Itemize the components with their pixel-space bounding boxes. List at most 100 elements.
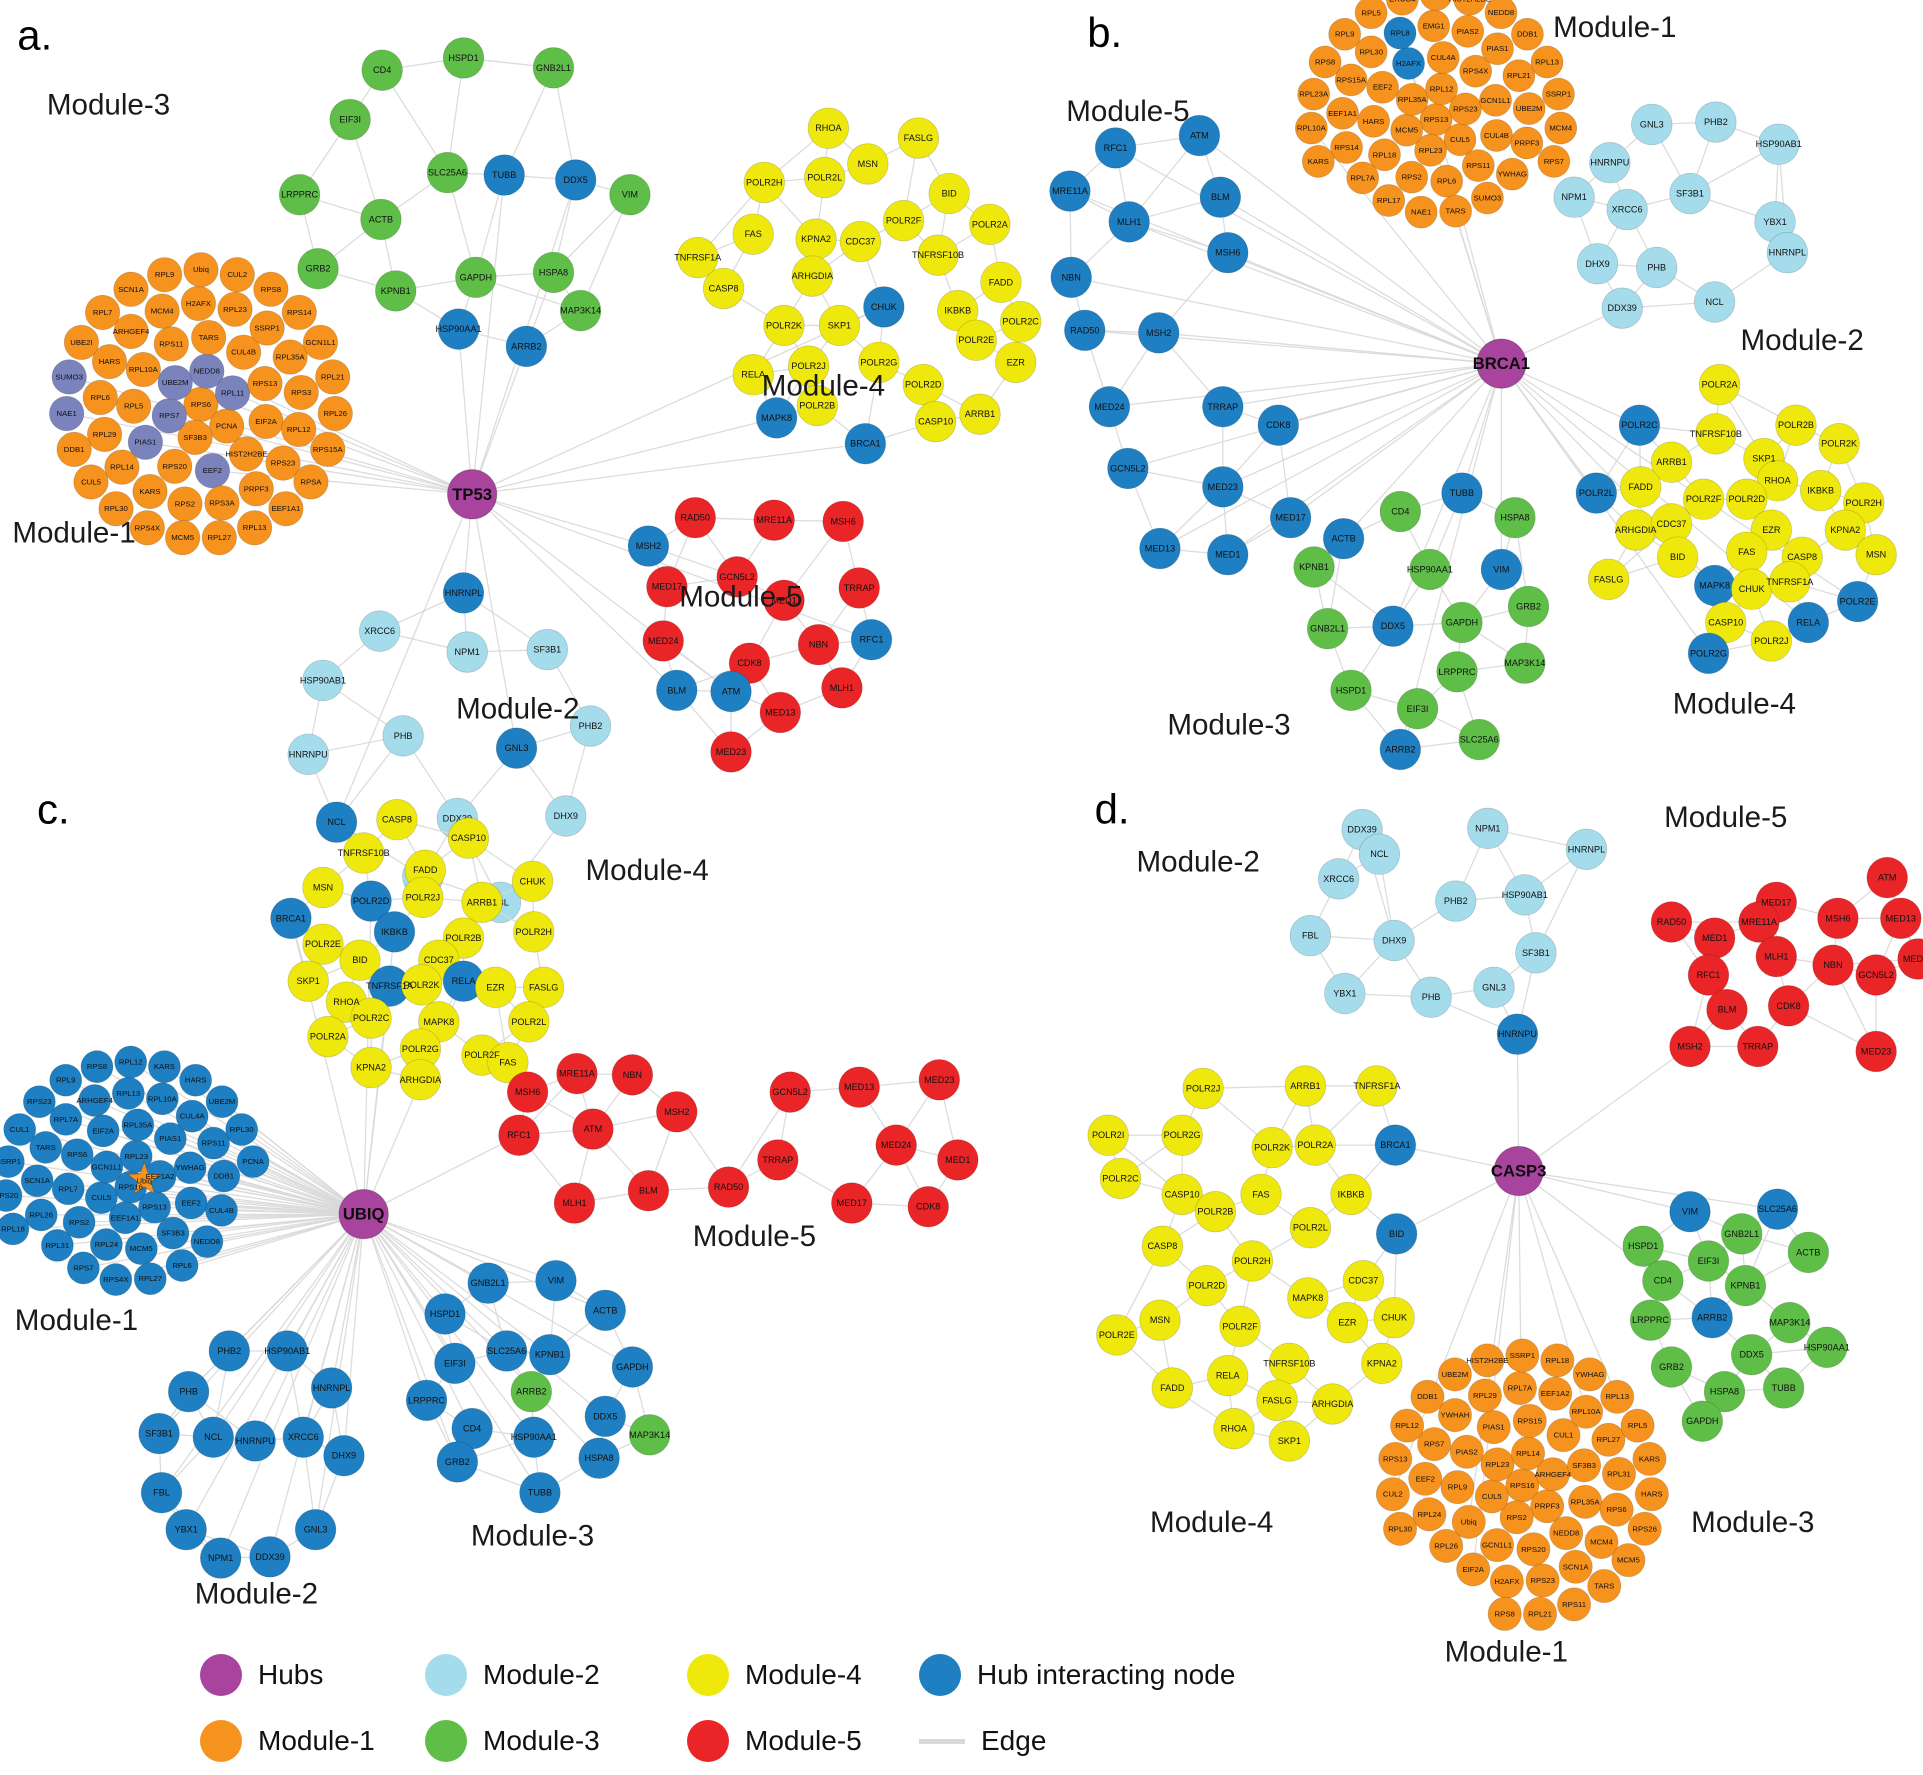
node-label: CUL4B bbox=[231, 348, 256, 357]
node-label: SF3B1 bbox=[533, 645, 561, 655]
node-RPL9 bbox=[1440, 1470, 1475, 1505]
node-KPNA2 bbox=[1361, 1342, 1403, 1385]
node-POLR2K bbox=[763, 304, 805, 347]
node-MLH1 bbox=[553, 1182, 596, 1224]
node-ARRB1 bbox=[1284, 1065, 1327, 1107]
node-label: BLM bbox=[1211, 192, 1230, 202]
module-label: Module-3 bbox=[1167, 709, 1290, 742]
node-label: BID bbox=[942, 189, 958, 199]
edge bbox=[471, 493, 678, 691]
node-PIAS1 bbox=[127, 424, 164, 460]
node-FASLG bbox=[1587, 558, 1630, 601]
node-UBE2M bbox=[205, 1085, 239, 1119]
node-label: MAP3K14 bbox=[560, 306, 601, 316]
node-EZR bbox=[995, 341, 1037, 384]
node-label: YBX1 bbox=[175, 1525, 198, 1535]
node-NEDD8 bbox=[1484, 0, 1518, 30]
node-label: RPS8 bbox=[261, 285, 281, 294]
node-label: HSPD1 bbox=[448, 53, 478, 63]
node-RPS15 bbox=[1512, 1403, 1547, 1438]
node-RPL5 bbox=[1354, 0, 1388, 30]
node-MCM4 bbox=[144, 293, 180, 329]
node-GNL3 bbox=[294, 1508, 337, 1551]
node-label: POLR2B bbox=[799, 401, 835, 411]
legend-item-module-5: Module-5 bbox=[687, 1720, 919, 1762]
legend-label-module-4: Module-4 bbox=[745, 1659, 862, 1690]
node-HIST2H2BE bbox=[1453, 0, 1487, 16]
node-MSN bbox=[1139, 1299, 1181, 1341]
node-label: PCNA bbox=[216, 421, 238, 430]
node-BLM bbox=[656, 669, 698, 711]
node-label: IKBKB bbox=[1338, 1189, 1365, 1199]
node-label: MED13 bbox=[844, 1082, 874, 1092]
node-label: HARS bbox=[99, 357, 121, 366]
node-POLR2C bbox=[1618, 404, 1661, 446]
node-POLR2D bbox=[1725, 478, 1768, 520]
node-GCN5L2 bbox=[1107, 447, 1149, 490]
edge bbox=[471, 306, 885, 495]
node-SLC25A6 bbox=[1458, 718, 1500, 761]
node-label: RPS23 bbox=[271, 459, 296, 468]
node-RPL26 bbox=[1429, 1528, 1464, 1563]
node-KPNB1 bbox=[1724, 1264, 1767, 1307]
node-label: CASP10 bbox=[1165, 1189, 1200, 1199]
node-label: CHUK bbox=[871, 302, 897, 312]
node-label: RPL12 bbox=[1395, 1421, 1419, 1430]
node-label: NPM1 bbox=[1561, 192, 1586, 202]
node-label: POLR2I bbox=[1092, 1130, 1124, 1140]
node-MED24 bbox=[1088, 386, 1131, 428]
hub-node-TP53 bbox=[446, 469, 498, 520]
node-label: LRPPRC bbox=[408, 1395, 445, 1405]
node-CUL1 bbox=[3, 1113, 37, 1146]
node-EEF2 bbox=[174, 1186, 208, 1220]
node-label: FAS bbox=[745, 229, 762, 239]
node-RPS6 bbox=[60, 1138, 94, 1172]
node-RPS3A bbox=[204, 485, 240, 521]
node-label: POLR2K bbox=[1254, 1143, 1290, 1153]
node-FAS bbox=[732, 213, 774, 255]
node-Ubiq bbox=[183, 252, 219, 288]
node-RPL35A bbox=[1395, 83, 1429, 116]
node-POLR2F bbox=[882, 199, 925, 242]
node-RPL7 bbox=[51, 1172, 85, 1206]
node-label: EEF1A1 bbox=[271, 504, 300, 513]
node-label: POLR2J bbox=[1754, 636, 1788, 646]
node-ARHGDIA bbox=[791, 255, 834, 297]
node-label: RPS2 bbox=[69, 1218, 89, 1227]
node-label: RPL26 bbox=[29, 1210, 53, 1219]
node-label: HNRNPL bbox=[313, 1383, 350, 1393]
node-BID bbox=[339, 939, 381, 981]
node-label: TRRAP bbox=[1742, 1042, 1773, 1052]
node-label: MED13 bbox=[1145, 544, 1175, 554]
node-label: MCM5 bbox=[171, 533, 194, 542]
node-MCM5 bbox=[124, 1232, 158, 1266]
node-MED23 bbox=[1855, 1030, 1897, 1073]
node-label: HSP90AB1 bbox=[264, 1346, 310, 1356]
node-label: RFC1 bbox=[1104, 143, 1128, 153]
node-TARS bbox=[1439, 194, 1473, 228]
edge bbox=[363, 1213, 600, 1459]
node-label: RPL23 bbox=[124, 1152, 148, 1161]
node-label: KPNA2 bbox=[356, 1062, 386, 1072]
node-label: XRCC6 bbox=[1612, 205, 1643, 215]
module-label: Module-3 bbox=[47, 89, 170, 122]
node-TARS bbox=[191, 319, 227, 356]
node-CUL5 bbox=[73, 464, 109, 500]
node-label: KARS bbox=[1308, 157, 1329, 166]
node-RPS14 bbox=[1330, 131, 1363, 164]
module-1-swatch bbox=[200, 1720, 242, 1762]
node-NAE1 bbox=[49, 395, 85, 432]
node-label: RPS16 bbox=[118, 1183, 143, 1192]
node-HARS bbox=[1357, 104, 1390, 138]
node-CHUK bbox=[511, 860, 554, 903]
node-label: RPS11 bbox=[1466, 161, 1490, 170]
node-label: MAPK8 bbox=[1292, 1293, 1323, 1303]
node-label: UBE2M bbox=[209, 1097, 236, 1106]
node-MED13 bbox=[1139, 527, 1181, 570]
node-label: POLR2J bbox=[791, 361, 825, 371]
node-label: MCM5 bbox=[1395, 126, 1418, 135]
edge bbox=[1290, 363, 1502, 519]
node-label: POLR2C bbox=[1102, 1173, 1139, 1183]
node-RPL30 bbox=[1354, 35, 1388, 69]
